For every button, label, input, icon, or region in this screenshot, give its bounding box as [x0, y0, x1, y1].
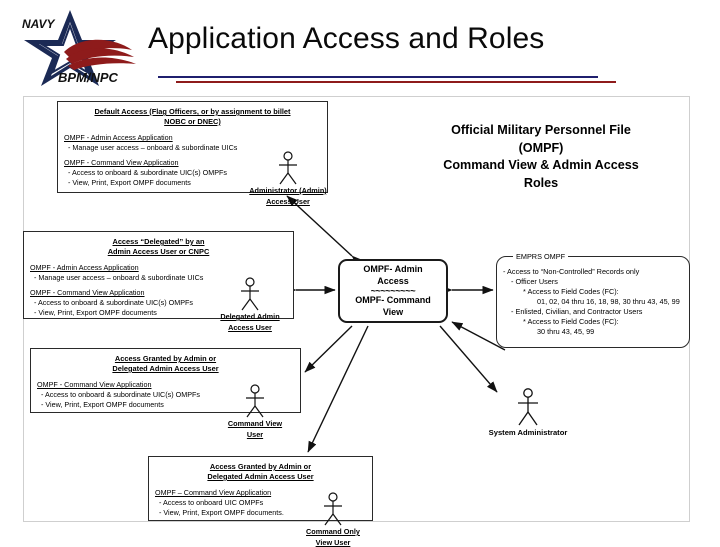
- center-separator: ~~~~~~~~~: [371, 287, 416, 295]
- app-section-item: - View, Print, Export OMPF documents: [37, 400, 225, 410]
- app-section-head: OMPF - Command View Application: [37, 380, 225, 390]
- role-box-sections: OMPF - Admin Access Application - Manage…: [30, 263, 218, 318]
- title-rule-blue: [158, 76, 598, 78]
- center-line-1: OMPF- Admin: [363, 264, 422, 276]
- app-section-head: OMPF - Command View Application: [30, 288, 218, 298]
- role-box-title-line-2: Delegated Admin Access User: [37, 364, 294, 374]
- app-section-head: OMPF - Admin Access Application: [30, 263, 218, 273]
- app-section-item: - Access to onboard & subordinate UIC(s)…: [30, 298, 218, 308]
- role-box-body: OMPF - Admin Access Application - Manage…: [30, 263, 287, 318]
- app-section-item: - Manage user access – onboard & subordi…: [64, 143, 252, 153]
- stick-figure-icon: [320, 492, 346, 526]
- emprs-line: * Access to Field Codes (FC):: [503, 287, 683, 297]
- emprs-ompf-panel[interactable]: EMPRS OMPF - Access to “Non-Controlled” …: [496, 256, 690, 348]
- actor-name-line-2: Access User: [202, 323, 298, 333]
- app-section-head: OMPF - Command View Application: [64, 158, 252, 168]
- actor-name-line-1: Delegated Admin: [202, 312, 298, 322]
- actor-system-administrator: System Administrator: [452, 388, 604, 438]
- role-box-title-line-2: NOBC or DNEC): [64, 117, 321, 127]
- center-line-3: OMPF- Command: [355, 295, 431, 307]
- app-section-head: OMPF - Admin Access Application: [64, 133, 252, 143]
- diagram-heading-line-3: Command View & Admin Access: [396, 157, 686, 175]
- stick-figure-icon: [242, 384, 268, 418]
- emprs-line: * Access to Field Codes (FC):: [503, 317, 683, 327]
- role-box-title: Default Access (Flag Officers, or by ass…: [64, 107, 321, 127]
- slide-header: NAVY BPM/NPC Application Access and Role…: [0, 0, 720, 92]
- title-rule-red: [176, 81, 616, 83]
- diagram-heading-line-4: Roles: [396, 175, 686, 193]
- center-line-4: View: [383, 307, 403, 319]
- role-box-title-line-1: Default Access (Flag Officers, or by ass…: [64, 107, 321, 117]
- role-box-title: Access Granted by Admin or Delegated Adm…: [155, 462, 366, 482]
- emprs-line: - Officer Users: [503, 277, 683, 287]
- actor-name-line-2: View User: [285, 538, 381, 547]
- role-box-body: OMPF – Command View Application - Access…: [155, 488, 366, 518]
- logo-bpmnpc-text: BPM/NPC: [58, 70, 119, 85]
- ompf-central-node[interactable]: OMPF- Admin Access ~~~~~~~~~ OMPF- Comma…: [338, 259, 448, 323]
- emprs-line: 30 thru 43, 45, 99: [503, 327, 683, 337]
- emprs-line: - Access to “Non-Controlled” Records onl…: [503, 267, 683, 277]
- app-section-item: - Access to onboard & subordinate UIC(s)…: [37, 390, 225, 400]
- actor-administrator: Administrator (Admin) Access User: [240, 151, 336, 206]
- emprs-line: 01, 02, 04 thru 16, 18, 98, 30 thru 43, …: [503, 297, 683, 307]
- stick-figure-icon: [237, 277, 263, 311]
- role-box-title: Access “Delegated” by an Admin Access Us…: [30, 237, 287, 257]
- role-box-title-line-2: Delegated Admin Access User: [155, 472, 366, 482]
- app-section-item: - View, Print, Export OMPF documents: [64, 178, 252, 188]
- actor-name-line-2: Access User: [240, 197, 336, 207]
- role-box-sections: OMPF - Admin Access Application - Manage…: [64, 133, 252, 188]
- role-box-title-line-1: Access Granted by Admin or: [155, 462, 366, 472]
- role-box-sections: OMPF - Command View Application - Access…: [37, 380, 225, 410]
- emprs-panel-label: EMPRS OMPF: [513, 252, 568, 261]
- app-section-item: - Manage user access – onboard & subordi…: [30, 273, 218, 283]
- role-box-title: Access Granted by Admin or Delegated Adm…: [37, 354, 294, 374]
- role-box-command-view[interactable]: Access Granted by Admin or Delegated Adm…: [30, 348, 301, 413]
- actor-name-line-1: Administrator (Admin): [240, 186, 336, 196]
- emprs-line: - Enlisted, Civilian, and Contractor Use…: [503, 307, 683, 317]
- role-box-body: OMPF - Command View Application - Access…: [37, 380, 294, 410]
- actor-name-line-1: Command Only: [285, 527, 381, 537]
- logo-navy-text: NAVY: [22, 17, 55, 31]
- role-box-administrator[interactable]: Default Access (Flag Officers, or by ass…: [57, 101, 328, 193]
- diagram-heading: Official Military Personnel File (OMPF) …: [396, 122, 686, 192]
- role-box-title-line-2: Admin Access User or CNPC: [30, 247, 287, 257]
- app-section-item: - Access to onboard & subordinate UIC(s)…: [64, 168, 252, 178]
- actor-command-view-user: Command View User: [207, 384, 303, 439]
- diagram-heading-line-1: Official Military Personnel File: [396, 122, 686, 140]
- actor-name-line-1: Command View: [207, 419, 303, 429]
- role-box-delegated-admin[interactable]: Access “Delegated” by an Admin Access Us…: [23, 231, 294, 319]
- page-title: Application Access and Roles: [148, 22, 544, 56]
- actor-command-only-view-user: Command Only View User: [285, 492, 381, 547]
- navy-bpm-npc-logo: NAVY BPM/NPC: [8, 6, 140, 86]
- app-section-item: - View, Print, Export OMPF documents: [30, 308, 218, 318]
- role-box-title-line-1: Access Granted by Admin or: [37, 354, 294, 364]
- stick-figure-icon: [513, 388, 543, 426]
- role-box-body: OMPF - Admin Access Application - Manage…: [64, 133, 321, 188]
- actor-name-line-2: User: [207, 430, 303, 440]
- actor-delegated-admin: Delegated Admin Access User: [202, 277, 298, 332]
- stick-figure-icon: [275, 151, 301, 185]
- diagram-heading-line-2: (OMPF): [396, 140, 686, 158]
- role-box-command-only-view[interactable]: Access Granted by Admin or Delegated Adm…: [148, 456, 373, 521]
- system-administrator-label: System Administrator: [452, 428, 604, 438]
- role-box-title-line-1: Access “Delegated” by an: [30, 237, 287, 247]
